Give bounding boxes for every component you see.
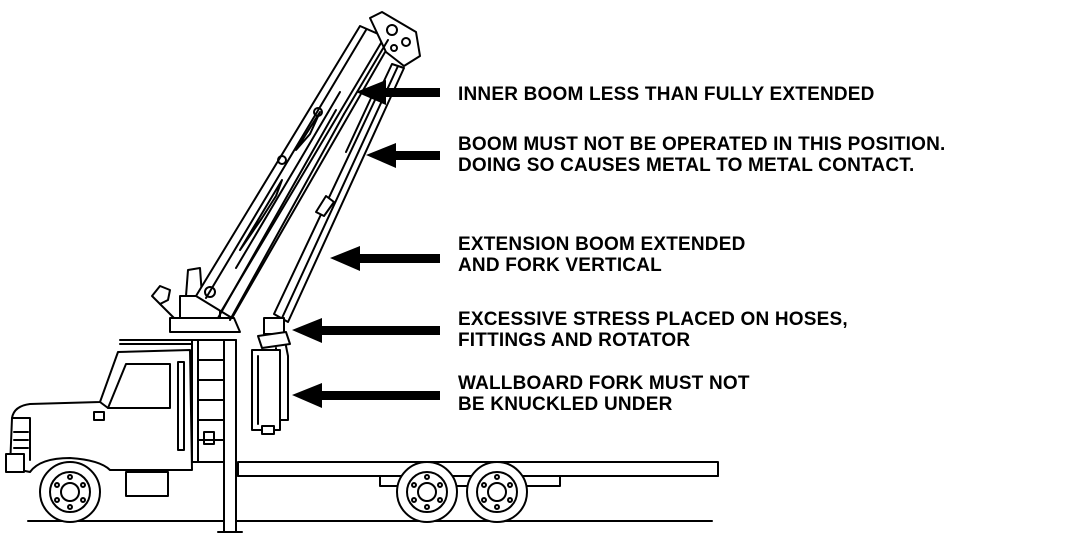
callout-line: EXTENSION BOOM EXTENDED (458, 234, 746, 255)
front-wheel (39, 461, 101, 523)
callout-line: DOING SO CAUSES METAL TO METAL CONTACT. (458, 155, 915, 176)
arrow-boom-position (366, 143, 440, 168)
callout-excessive-stress: EXCESSIVE STRESS PLACED ON HOSES, FITTIN… (458, 309, 848, 351)
crane-turret (151, 267, 241, 333)
callout-line: BE KNUCKLED UNDER (458, 394, 673, 415)
arrow-wallboard-fork (292, 383, 440, 408)
rear-wheel-front (396, 461, 458, 523)
hydraulic-cylinder (217, 39, 389, 321)
rear-wheel-back (466, 461, 528, 523)
callout-line: INNER BOOM LESS THAN FULLY EXTENDED (458, 84, 875, 105)
callout-line: FITTINGS AND ROTATOR (458, 330, 691, 351)
wallboard-fork (251, 317, 291, 435)
callout-wallboard-fork: WALLBOARD FORK MUST NOT BE KNUCKLED UNDE… (458, 373, 750, 415)
callout-line: AND FORK VERTICAL (458, 255, 662, 276)
arrow-extension-boom (330, 246, 440, 271)
callout-inner-boom: INNER BOOM LESS THAN FULLY EXTENDED (458, 84, 875, 105)
arrow-inner-boom (356, 80, 440, 105)
truck-cab (5, 339, 231, 497)
callout-extension-boom: EXTENSION BOOM EXTENDED AND FORK VERTICA… (458, 234, 746, 276)
callout-boom-position: BOOM MUST NOT BE OPERATED IN THIS POSITI… (458, 134, 946, 176)
callout-line: BOOM MUST NOT BE OPERATED IN THIS POSITI… (458, 134, 946, 155)
boom-head (369, 11, 421, 67)
arrow-excessive-stress (292, 318, 440, 343)
callout-line: EXCESSIVE STRESS PLACED ON HOSES, (458, 309, 848, 330)
callout-line: WALLBOARD FORK MUST NOT (458, 373, 750, 394)
outrigger-leg (217, 339, 243, 533)
